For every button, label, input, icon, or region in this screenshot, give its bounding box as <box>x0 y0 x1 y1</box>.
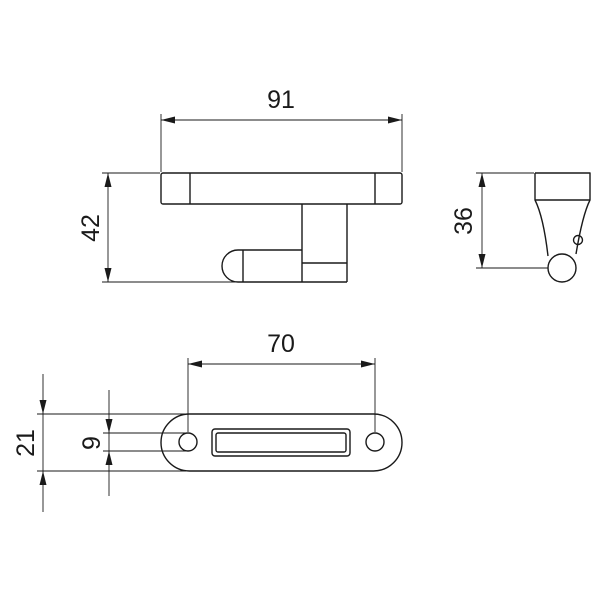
hole-arrow-bottom <box>105 451 113 465</box>
width-dim-label: 91 <box>267 86 295 114</box>
plate-arrow-bottom <box>39 471 47 485</box>
left-screw-hole <box>178 432 198 452</box>
side-height-arrow-top <box>478 173 486 187</box>
hole-dim-label: 9 <box>78 436 106 450</box>
plate-arrow-top <box>39 400 47 414</box>
side-view: 36 <box>450 172 591 283</box>
center-slot-inner <box>215 432 347 453</box>
width-arrow-right <box>388 116 402 124</box>
spacing-arrow-left <box>188 360 202 368</box>
side-height-dim-label: 36 <box>450 207 478 235</box>
plate-dim-label: 21 <box>12 429 40 457</box>
height-arrow-top <box>104 173 112 187</box>
vertical-post <box>301 204 348 282</box>
side-height-arrow-bottom <box>478 254 486 268</box>
height-dim-label: 42 <box>77 214 105 242</box>
hole-arrow-top <box>105 419 113 433</box>
front-view: 91 42 <box>77 86 403 283</box>
plan-view: 70 21 9 <box>12 330 403 512</box>
right-screw-hole <box>365 432 385 452</box>
mounting-plate <box>160 413 403 472</box>
side-knob <box>547 253 577 283</box>
width-arrow-left <box>161 116 175 124</box>
height-arrow-bottom <box>104 268 112 282</box>
spacing-arrow-right <box>361 360 375 368</box>
top-bar-outline <box>160 172 403 205</box>
center-slot <box>211 428 351 457</box>
side-small-knob <box>572 234 584 246</box>
spacing-dim-label: 70 <box>267 330 295 358</box>
hook-arm <box>221 249 347 283</box>
